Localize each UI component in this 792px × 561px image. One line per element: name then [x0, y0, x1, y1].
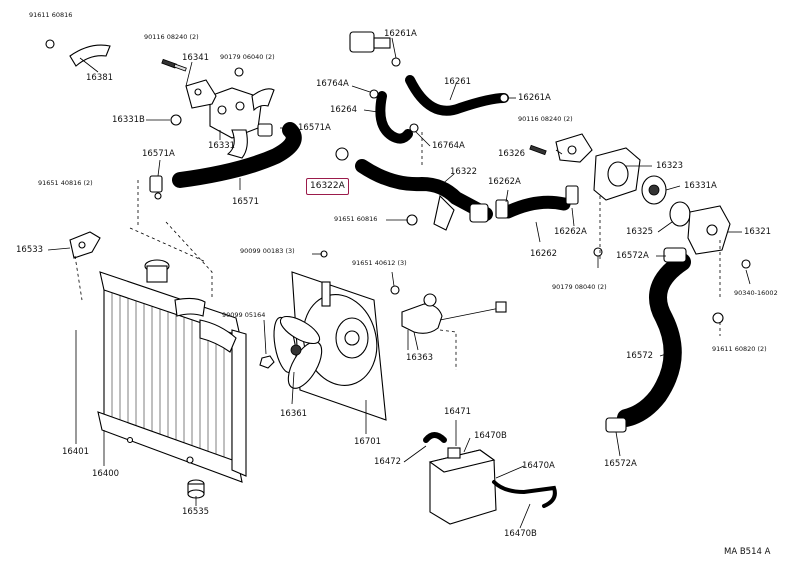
bolt-91611-60820	[712, 312, 724, 324]
label-16472: 16472	[374, 457, 402, 467]
label-16535: 16535	[182, 507, 210, 517]
label-16331A: 16331A	[684, 181, 717, 191]
label-16261: 16261	[444, 77, 472, 87]
clamp-16572A-a	[663, 247, 687, 263]
label-16701: 16701	[354, 437, 382, 447]
label-16325: 16325	[626, 227, 654, 237]
cushion-16535	[187, 479, 205, 499]
label-16572A-b: 16572A	[604, 459, 637, 469]
reservoir-16470A	[428, 447, 497, 525]
label-16470B-b: 16470B	[504, 529, 537, 539]
label-16572: 16572	[626, 351, 654, 361]
label-90179-06040-a: 90179 06040 (2)	[220, 53, 275, 61]
label-91651-60816: 91651 60816	[334, 215, 378, 223]
label-16262: 16262	[530, 249, 558, 259]
label-91611-60820: 91611 60820 (2)	[712, 345, 767, 353]
label-16533: 16533	[16, 245, 44, 255]
radiator	[97, 259, 247, 483]
fan-16361	[273, 315, 323, 389]
hose-16472	[423, 432, 447, 443]
clamp-16381	[69, 44, 111, 67]
label-16400: 16400	[92, 469, 120, 479]
label-16401: 16401	[62, 447, 90, 457]
label-16341: 16341	[182, 53, 210, 63]
label-16322A-highlighted[interactable]: 16322A	[306, 178, 349, 195]
bolt-90116-08240-b	[529, 144, 547, 156]
label-16262A-a: 16262A	[488, 177, 521, 187]
label-90099-00183: 90099 00183 (3)	[240, 247, 295, 255]
label-16571: 16571	[232, 197, 260, 207]
plug-16331B	[170, 114, 182, 126]
nut-90179-08040	[593, 247, 603, 257]
gasket-16325	[669, 201, 691, 227]
valve-16261A	[349, 31, 401, 67]
label-16381: 16381	[86, 73, 114, 83]
label-91651-40612: 91651 40612 (3)	[352, 259, 407, 267]
label-16471: 16471	[444, 407, 472, 417]
label-16331: 16331	[208, 141, 236, 151]
nut-90099-05164	[259, 355, 275, 369]
diagram-code: MA B514 A	[724, 547, 771, 557]
label-16261A-top: 16261A	[384, 29, 417, 39]
fan-shroud	[291, 271, 387, 421]
label-16326: 16326	[498, 149, 526, 159]
label-16321: 16321	[744, 227, 772, 237]
label-16363: 16363	[406, 353, 434, 363]
label-16572A-a: 16572A	[616, 251, 649, 261]
label-90179-08040: 90179 08040 (2)	[552, 283, 607, 291]
clamp-16571A-b	[257, 123, 273, 137]
label-90099-05164: 90099 05164	[222, 311, 266, 319]
label-16571A-a: 16571A	[142, 149, 175, 159]
label-16322: 16322	[450, 167, 478, 177]
label-16764A-b: 16764A	[432, 141, 465, 151]
inlet-16321	[687, 205, 731, 255]
label-16361: 16361	[280, 409, 308, 419]
bolt-90116-08240-a	[161, 58, 187, 72]
bracket-16533	[69, 231, 101, 259]
clamp-16572A-b	[605, 417, 627, 433]
label-16323: 16323	[656, 161, 684, 171]
o-ring-16322A	[335, 147, 349, 161]
label-90116-08240-b: 90116 08240 (2)	[518, 115, 573, 123]
bolt-90340-16002	[741, 259, 751, 269]
label-91611-60816-top: 91611 60816	[29, 11, 73, 19]
clamp-16571A-a	[149, 175, 163, 200]
bolt-91611-60816	[45, 39, 55, 49]
grommet-91651-40612	[390, 285, 400, 295]
label-16262A-b: 16262A	[554, 227, 587, 237]
label-16261A-b: 16261A	[518, 93, 551, 103]
gasket-16326	[555, 133, 593, 163]
nut-90179-06040-a	[234, 67, 244, 77]
motor-16363	[401, 293, 507, 350]
label-16470A: 16470A	[522, 461, 555, 471]
bracket-16322	[433, 194, 455, 231]
label-16764A-a: 16764A	[316, 79, 349, 89]
label-16331B: 16331B	[112, 115, 145, 125]
label-16470B-a: 16470B	[474, 431, 507, 441]
label-90340-16002: 90340-16002	[734, 289, 778, 297]
thermostat-16331A	[641, 175, 667, 205]
label-91651-40816-a: 91651 40816 (2)	[38, 179, 93, 187]
label-16264: 16264	[330, 105, 358, 115]
gasket-16341	[185, 79, 217, 109]
label-16571A-b: 16571A	[298, 123, 331, 133]
label-90116-08240-a: 90116 08240 (2)	[144, 33, 199, 41]
water-outlet-16323	[593, 147, 641, 201]
